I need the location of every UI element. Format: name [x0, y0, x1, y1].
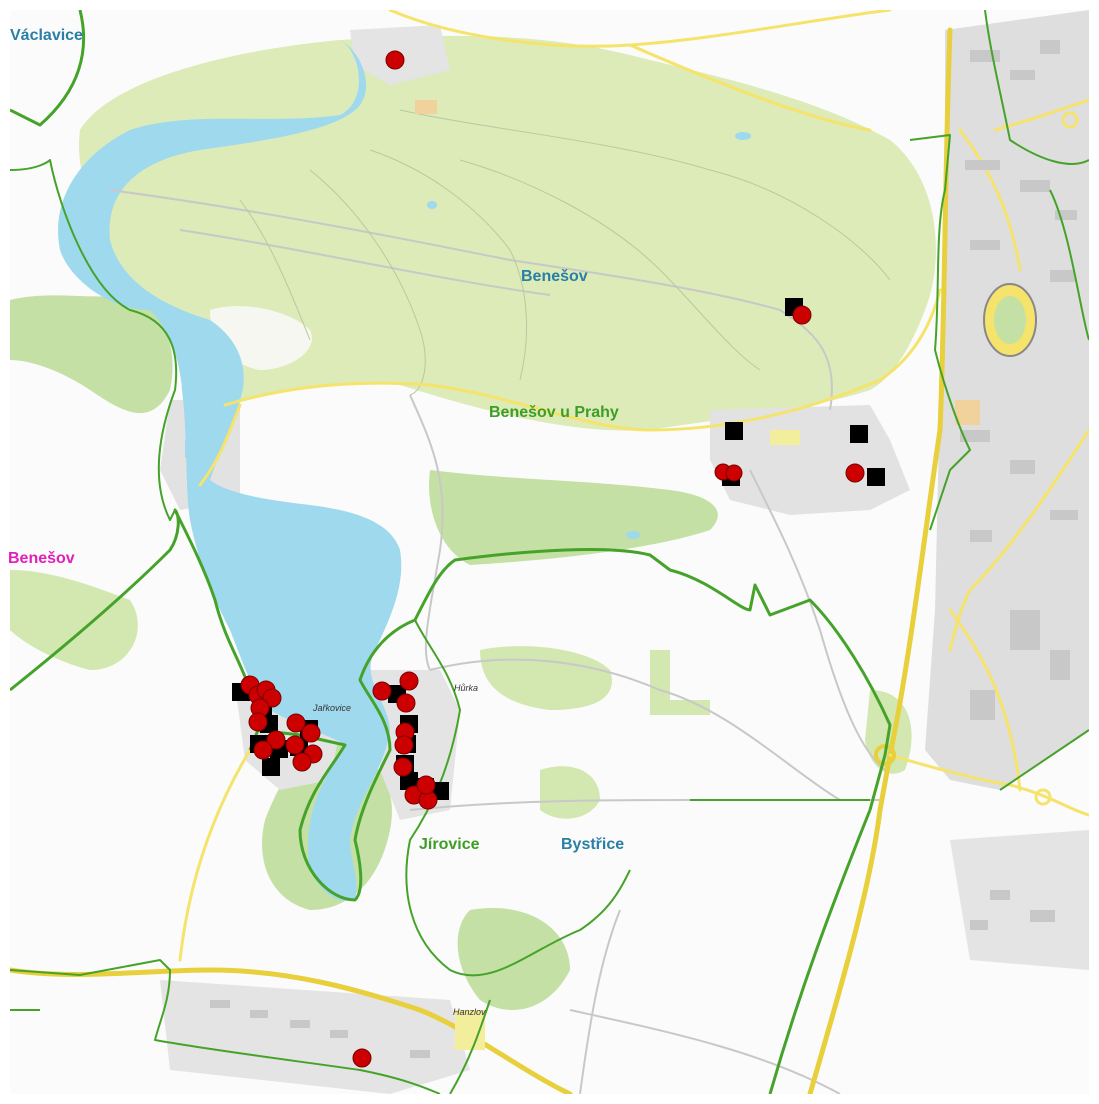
pond	[427, 201, 437, 209]
square-marker[interactable]	[725, 422, 743, 440]
circle-marker[interactable]	[396, 693, 416, 713]
roundabout	[1061, 111, 1079, 129]
label-benesov-municipality: Benešov	[521, 268, 588, 285]
circle-marker[interactable]	[792, 305, 812, 325]
major-roads	[10, 27, 953, 1094]
circle-markers[interactable]	[240, 50, 865, 1068]
label-benesov-u-prahy: Benešov u Prahy	[489, 404, 619, 421]
label-hanzlov: Hanzlov	[453, 1007, 486, 1017]
circle-marker[interactable]	[292, 752, 312, 772]
circle-marker[interactable]	[286, 713, 306, 733]
circle-marker[interactable]	[393, 757, 413, 777]
circle-marker[interactable]	[266, 730, 286, 750]
circle-marker[interactable]	[416, 775, 436, 795]
forest-area	[10, 295, 173, 414]
built-area-hanzlov	[160, 980, 470, 1094]
circle-marker[interactable]	[725, 464, 743, 482]
circle-marker[interactable]	[845, 463, 865, 483]
forest-area	[650, 650, 710, 715]
forest-area	[540, 766, 600, 819]
forest-area	[480, 646, 612, 710]
circle-marker[interactable]	[352, 1048, 372, 1068]
town-buildings	[210, 40, 1078, 1058]
label-jarkovice: Jařkovice	[313, 703, 352, 713]
roundabout	[1034, 788, 1052, 806]
circle-marker[interactable]	[285, 735, 305, 755]
pond	[626, 531, 640, 539]
circle-marker[interactable]	[301, 723, 321, 743]
map-canvas[interactable]	[10, 10, 1089, 1094]
pond	[185, 440, 199, 458]
forest-area	[457, 908, 570, 1010]
forest-area	[10, 570, 138, 670]
label-hurka: Hůrka	[454, 683, 479, 693]
square-marker[interactable]	[262, 758, 280, 776]
built-area	[950, 830, 1089, 970]
circle-marker[interactable]	[399, 671, 419, 691]
forest-area	[429, 470, 718, 565]
circle-marker[interactable]	[248, 712, 268, 732]
label-benesov-district: Benešov	[8, 550, 75, 567]
circle-marker[interactable]	[253, 740, 273, 760]
circle-marker[interactable]	[372, 681, 392, 701]
secondary-roads	[178, 10, 1089, 962]
pond	[735, 132, 751, 140]
stadium-field	[994, 296, 1026, 344]
label-jirovice: Jírovice	[419, 836, 480, 853]
label-vaclavice: Václavice	[10, 27, 83, 44]
circle-marker[interactable]	[385, 50, 405, 70]
label-bystrice: Bystřice	[561, 836, 625, 853]
park-trails	[239, 109, 891, 396]
admin-boundaries	[10, 10, 1089, 1094]
circle-marker[interactable]	[394, 735, 414, 755]
square-marker[interactable]	[850, 425, 868, 443]
lake-konopiste	[58, 40, 402, 901]
square-marker[interactable]	[400, 772, 418, 790]
square-marker[interactable]	[867, 468, 885, 486]
